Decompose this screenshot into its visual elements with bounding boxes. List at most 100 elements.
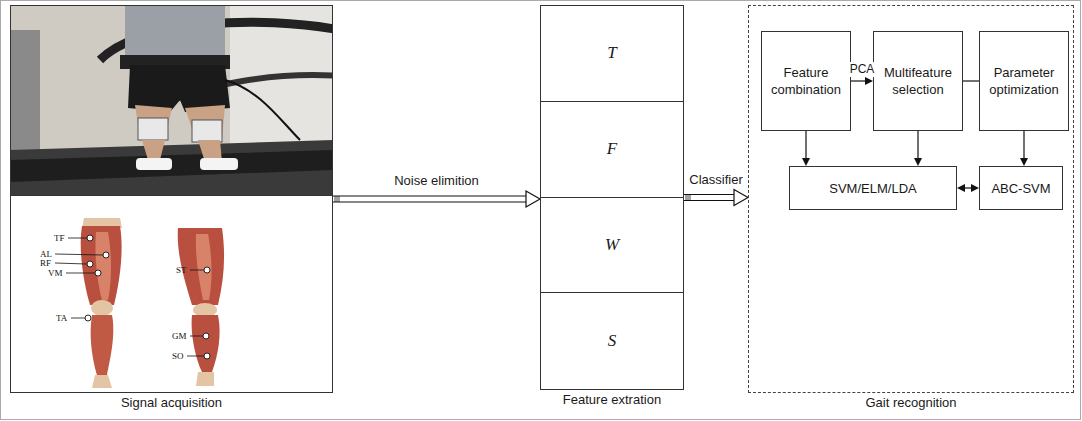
leader-lines bbox=[55, 238, 204, 356]
process-box: Parameter optimization bbox=[979, 31, 1069, 131]
electrode bbox=[87, 235, 93, 241]
thigh-muscle bbox=[196, 234, 212, 300]
acquisition-panel: Signal acquisition bbox=[10, 5, 333, 393]
arrow-tail bbox=[339, 196, 340, 202]
connector bbox=[957, 184, 979, 192]
muscle-label: TF bbox=[54, 234, 65, 243]
box-text: S bbox=[608, 331, 617, 351]
leader-line bbox=[68, 238, 87, 239]
feature-cell: W bbox=[541, 198, 683, 294]
arrow-tail bbox=[686, 195, 687, 201]
knee bbox=[91, 300, 113, 316]
box-text: W bbox=[605, 235, 619, 255]
box-text: F bbox=[607, 139, 617, 159]
connector-line bbox=[1023, 131, 1024, 160]
thigh-muscle bbox=[95, 232, 111, 300]
process-box: Multifeature selection bbox=[873, 31, 963, 131]
leg-front bbox=[81, 218, 122, 388]
connector-line bbox=[851, 80, 867, 81]
feature-cell: F bbox=[541, 102, 683, 198]
electrode bbox=[85, 315, 91, 321]
box-text: Feature combination bbox=[762, 64, 850, 98]
panel-caption: Feature extration bbox=[541, 392, 683, 407]
arrow-head bbox=[1020, 158, 1028, 166]
panel-divider bbox=[10, 195, 333, 196]
shin-muscle bbox=[91, 315, 114, 375]
connector bbox=[1020, 131, 1028, 166]
arrow-head bbox=[802, 158, 810, 166]
arrow-tail bbox=[337, 196, 338, 202]
classifier-box: SVM/ELM/LDA bbox=[789, 166, 957, 210]
connector bbox=[963, 81, 979, 82]
arrow-head bbox=[526, 191, 540, 207]
leader-line bbox=[71, 318, 85, 319]
edge-label: Noise elimition bbox=[392, 173, 481, 188]
knee-brace bbox=[192, 120, 222, 142]
photo-wall bbox=[10, 5, 333, 195]
leader-line bbox=[190, 270, 204, 271]
shorts bbox=[128, 65, 230, 112]
leader-line bbox=[66, 273, 95, 274]
connector-line bbox=[963, 80, 979, 81]
arrow-head bbox=[914, 158, 922, 166]
edge-label: Classifier bbox=[687, 172, 744, 187]
arrow-head bbox=[971, 184, 979, 192]
electrode bbox=[103, 252, 109, 258]
muscle-label: GM bbox=[172, 332, 187, 341]
leader-line bbox=[187, 356, 204, 357]
process-box: Feature combination bbox=[761, 31, 851, 131]
muscle-label: AL bbox=[40, 250, 52, 259]
feature-stack: Feature extrationTFWS bbox=[540, 5, 684, 390]
leader-line bbox=[190, 336, 203, 337]
calf bbox=[142, 140, 165, 160]
block-arrow bbox=[684, 190, 748, 206]
box-text: T bbox=[607, 43, 616, 63]
muscle-label: RF bbox=[40, 259, 51, 268]
panel-caption: Gait recognition bbox=[749, 395, 1073, 410]
arrow-shaft bbox=[684, 194, 734, 195]
muscle-label: VM bbox=[48, 269, 63, 278]
arrow-tail bbox=[335, 196, 336, 202]
arrow-head bbox=[734, 190, 748, 206]
leader-line bbox=[55, 254, 103, 255]
leg-back bbox=[178, 228, 224, 386]
treadmill-photo bbox=[10, 5, 333, 195]
edge-label: PCA bbox=[848, 62, 877, 77]
muscle-label: TA bbox=[56, 314, 67, 323]
box-text: Parameter optimization bbox=[980, 64, 1068, 98]
connector bbox=[914, 131, 922, 166]
arrow-tail bbox=[690, 195, 691, 201]
classifier-box: ABC-SVM bbox=[979, 166, 1063, 210]
box-text: Multifeature selection bbox=[874, 64, 962, 98]
knee-brace bbox=[138, 118, 168, 140]
box-text: SVM/ELM/LDA bbox=[826, 180, 919, 197]
subject-torso bbox=[125, 5, 225, 60]
calf-muscle bbox=[192, 315, 220, 372]
thigh-muscle bbox=[81, 226, 122, 305]
muscle-label: SO bbox=[172, 352, 184, 361]
gait-region: Gait recognitionFeature combinationMulti… bbox=[748, 5, 1074, 393]
arrow-tail bbox=[688, 195, 689, 201]
photo-equipment bbox=[10, 30, 40, 150]
electrode bbox=[87, 261, 93, 267]
foot bbox=[196, 372, 214, 386]
electrode bbox=[95, 270, 101, 276]
arrow-head bbox=[957, 184, 965, 192]
box-text: ABC-SVM bbox=[988, 180, 1053, 197]
treadmill-base bbox=[10, 140, 333, 195]
shoe bbox=[136, 158, 172, 170]
feature-cell: S bbox=[541, 293, 683, 389]
shoe bbox=[200, 158, 238, 170]
connector-line bbox=[917, 131, 918, 160]
connector bbox=[851, 77, 873, 85]
block-arrow bbox=[333, 191, 540, 207]
panel-caption: Signal acquisition bbox=[11, 395, 332, 410]
leader-line bbox=[55, 263, 87, 264]
electrode bbox=[203, 333, 209, 339]
muscle-label: ST bbox=[176, 266, 187, 275]
arrow-shaft bbox=[333, 195, 526, 196]
electrode bbox=[204, 267, 210, 273]
